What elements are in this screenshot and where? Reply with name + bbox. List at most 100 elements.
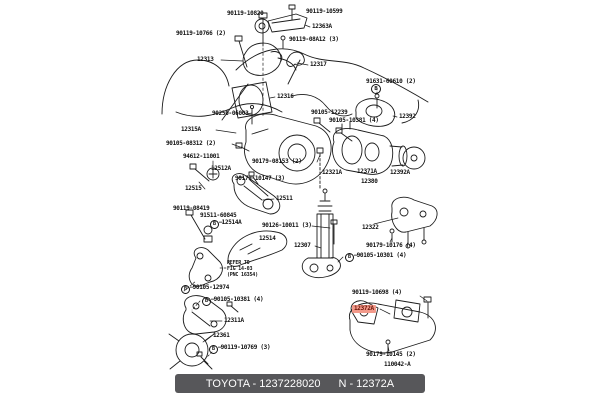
part-number-label: 91631-60610 (2) bbox=[366, 79, 416, 85]
part-number-label: 91511-60845 bbox=[200, 213, 237, 219]
part-number-text: 12392 bbox=[399, 113, 416, 120]
part-number-text: 12511 bbox=[276, 195, 293, 202]
leader-dash: — bbox=[219, 219, 223, 226]
part-number-text: 12515 bbox=[185, 185, 202, 192]
circled-b-marker: B bbox=[345, 253, 354, 262]
leader-dash: — bbox=[218, 344, 222, 351]
refer-note-line: (PNC 16354) bbox=[227, 271, 258, 278]
part-number-label: 12321A bbox=[322, 170, 342, 176]
part-number-label: 94612-11001 bbox=[183, 153, 220, 160]
part-number-text: 12514A bbox=[221, 219, 242, 226]
part-number-text: 90119-10769 (3) bbox=[220, 344, 271, 351]
refer-note-line: FIG 14-03 bbox=[227, 265, 253, 272]
part-12307-damper bbox=[301, 188, 341, 279]
part-number-text: 12361 bbox=[213, 332, 230, 339]
part-number-label: 12361 bbox=[213, 333, 230, 339]
part-number-text: 12322 bbox=[362, 224, 379, 231]
part-number-text: 90105-08312 (2) bbox=[166, 140, 216, 147]
part-number-text: 90126-10011 (3) bbox=[262, 222, 312, 229]
part-number-label: B—12514A bbox=[210, 220, 242, 229]
part-number-label: 12392 bbox=[399, 114, 416, 120]
part-number-label: 12512A bbox=[211, 166, 231, 172]
part-number-text: 110042-A bbox=[384, 361, 411, 368]
part-12311a-bracket bbox=[182, 295, 227, 335]
part-number-label: 90119-08A12 (3) bbox=[289, 37, 339, 43]
part-number-label: 90119-10820 bbox=[227, 10, 264, 17]
part-12363a-arm bbox=[254, 13, 308, 34]
part-number-text: 90119-10698 (4) bbox=[352, 289, 402, 296]
leader-dash: — bbox=[354, 252, 358, 259]
leader-lines bbox=[183, 24, 428, 359]
engine-outline bbox=[161, 48, 429, 124]
part-number-text: 91631-60610 (2) bbox=[366, 78, 416, 85]
highlighted-part-label[interactable]: 12372A bbox=[352, 305, 376, 313]
part-number-text: 12372A bbox=[354, 305, 374, 312]
leader-dash: — bbox=[211, 296, 215, 303]
part-12322-bracket bbox=[391, 196, 438, 249]
part-number-label: 90119-08419 bbox=[173, 206, 210, 212]
part-12514-bracket bbox=[203, 225, 288, 267]
part-12317-bracket bbox=[286, 51, 305, 67]
part-number-label: 90105-08312 (2) bbox=[166, 141, 216, 147]
part-number-text: 12321A bbox=[322, 169, 342, 176]
part-number-label: 90250-06003 bbox=[212, 111, 249, 117]
part-number-label: 12322 bbox=[362, 225, 379, 231]
part-number-text: 94612-11001 bbox=[183, 153, 220, 160]
part-number-label: B—90105-12974 bbox=[181, 285, 229, 294]
part-number-label: 90179-10147 (3) bbox=[235, 176, 285, 182]
part-number-text: 12316 bbox=[277, 93, 294, 100]
part-number-text: 12371A bbox=[357, 168, 377, 175]
part-number-label: 12363A bbox=[312, 24, 332, 30]
part-number-text: 12307 bbox=[294, 242, 311, 249]
part-number-label: 12371A bbox=[357, 169, 377, 175]
part-number-label: 12316 bbox=[277, 94, 294, 100]
part-number-label: 12380 bbox=[361, 179, 378, 185]
part-number-text: 12392A bbox=[390, 169, 410, 176]
part-number-label: 90119-10599 bbox=[306, 8, 343, 15]
part-number-text: 12315A bbox=[181, 126, 201, 133]
part-number-text: 90105-10381 (4) bbox=[213, 296, 264, 303]
part-12511-bracket bbox=[231, 173, 281, 215]
part-number-text: 90119-08A12 (3) bbox=[289, 36, 339, 43]
part-12315a-bracket bbox=[244, 113, 332, 185]
part-number-text: 90179-08153 (2) bbox=[252, 158, 302, 165]
part-number-text: 90119-10766 (2) bbox=[176, 30, 226, 37]
part-number-label: 12511 bbox=[276, 196, 293, 202]
part-number-label: 12311A bbox=[224, 318, 244, 324]
refer-note-line: REFER TO bbox=[227, 260, 250, 266]
part-number-text: 12512A bbox=[211, 165, 231, 172]
part-number-label: 90179-10176 (4) bbox=[366, 243, 416, 249]
part-number-label: 90179-10145 (2) bbox=[366, 352, 416, 358]
part-number-text: 90119-10599 bbox=[306, 8, 343, 15]
part-number-text: 12313 bbox=[197, 56, 214, 63]
part-number-label: 110042-A bbox=[384, 362, 411, 368]
circled-b-marker: B bbox=[371, 84, 381, 94]
part-number-text: 12380 bbox=[361, 178, 378, 185]
part-number-label: 12515 bbox=[185, 186, 202, 192]
circled-b-marker: B bbox=[209, 345, 218, 354]
footer-bar: TOYOTA - 1237228020 N - 12372A bbox=[175, 374, 425, 393]
part-number-text: 90105-12974 bbox=[192, 284, 230, 291]
circled-b-marker: B bbox=[202, 297, 211, 306]
part-number-label: 90179-08153 (2) bbox=[252, 159, 302, 165]
part-number-text: 90119-10820 bbox=[227, 10, 264, 17]
part-number-text: 12311A bbox=[224, 317, 244, 324]
part-number-text: 90105-10381 (4) bbox=[329, 117, 379, 124]
part-number-label: 90105-12239 bbox=[311, 109, 348, 116]
circled-b-marker: B bbox=[181, 285, 190, 294]
part-number-text: 12514 bbox=[259, 235, 276, 242]
footer-part-code: TOYOTA - 1237228020 bbox=[205, 377, 321, 390]
part-number-text: 12317 bbox=[310, 61, 327, 68]
part-12392-insulator bbox=[355, 98, 396, 127]
part-number-label: B—90105-10381 (4) bbox=[202, 296, 264, 306]
part-number-label: 12307 bbox=[294, 243, 311, 249]
part-number-label: 90105-10381 (4) bbox=[329, 118, 379, 124]
part-number-text: 90105-12239 bbox=[311, 109, 348, 116]
part-number-label: 90119-10698 (4) bbox=[352, 290, 402, 296]
part-number-label: B—90119-10769 (3) bbox=[209, 344, 271, 354]
part-number-label: 12313 bbox=[197, 57, 214, 63]
circled-b-marker: B bbox=[210, 220, 219, 229]
part-number-label: 12315A bbox=[181, 127, 201, 133]
